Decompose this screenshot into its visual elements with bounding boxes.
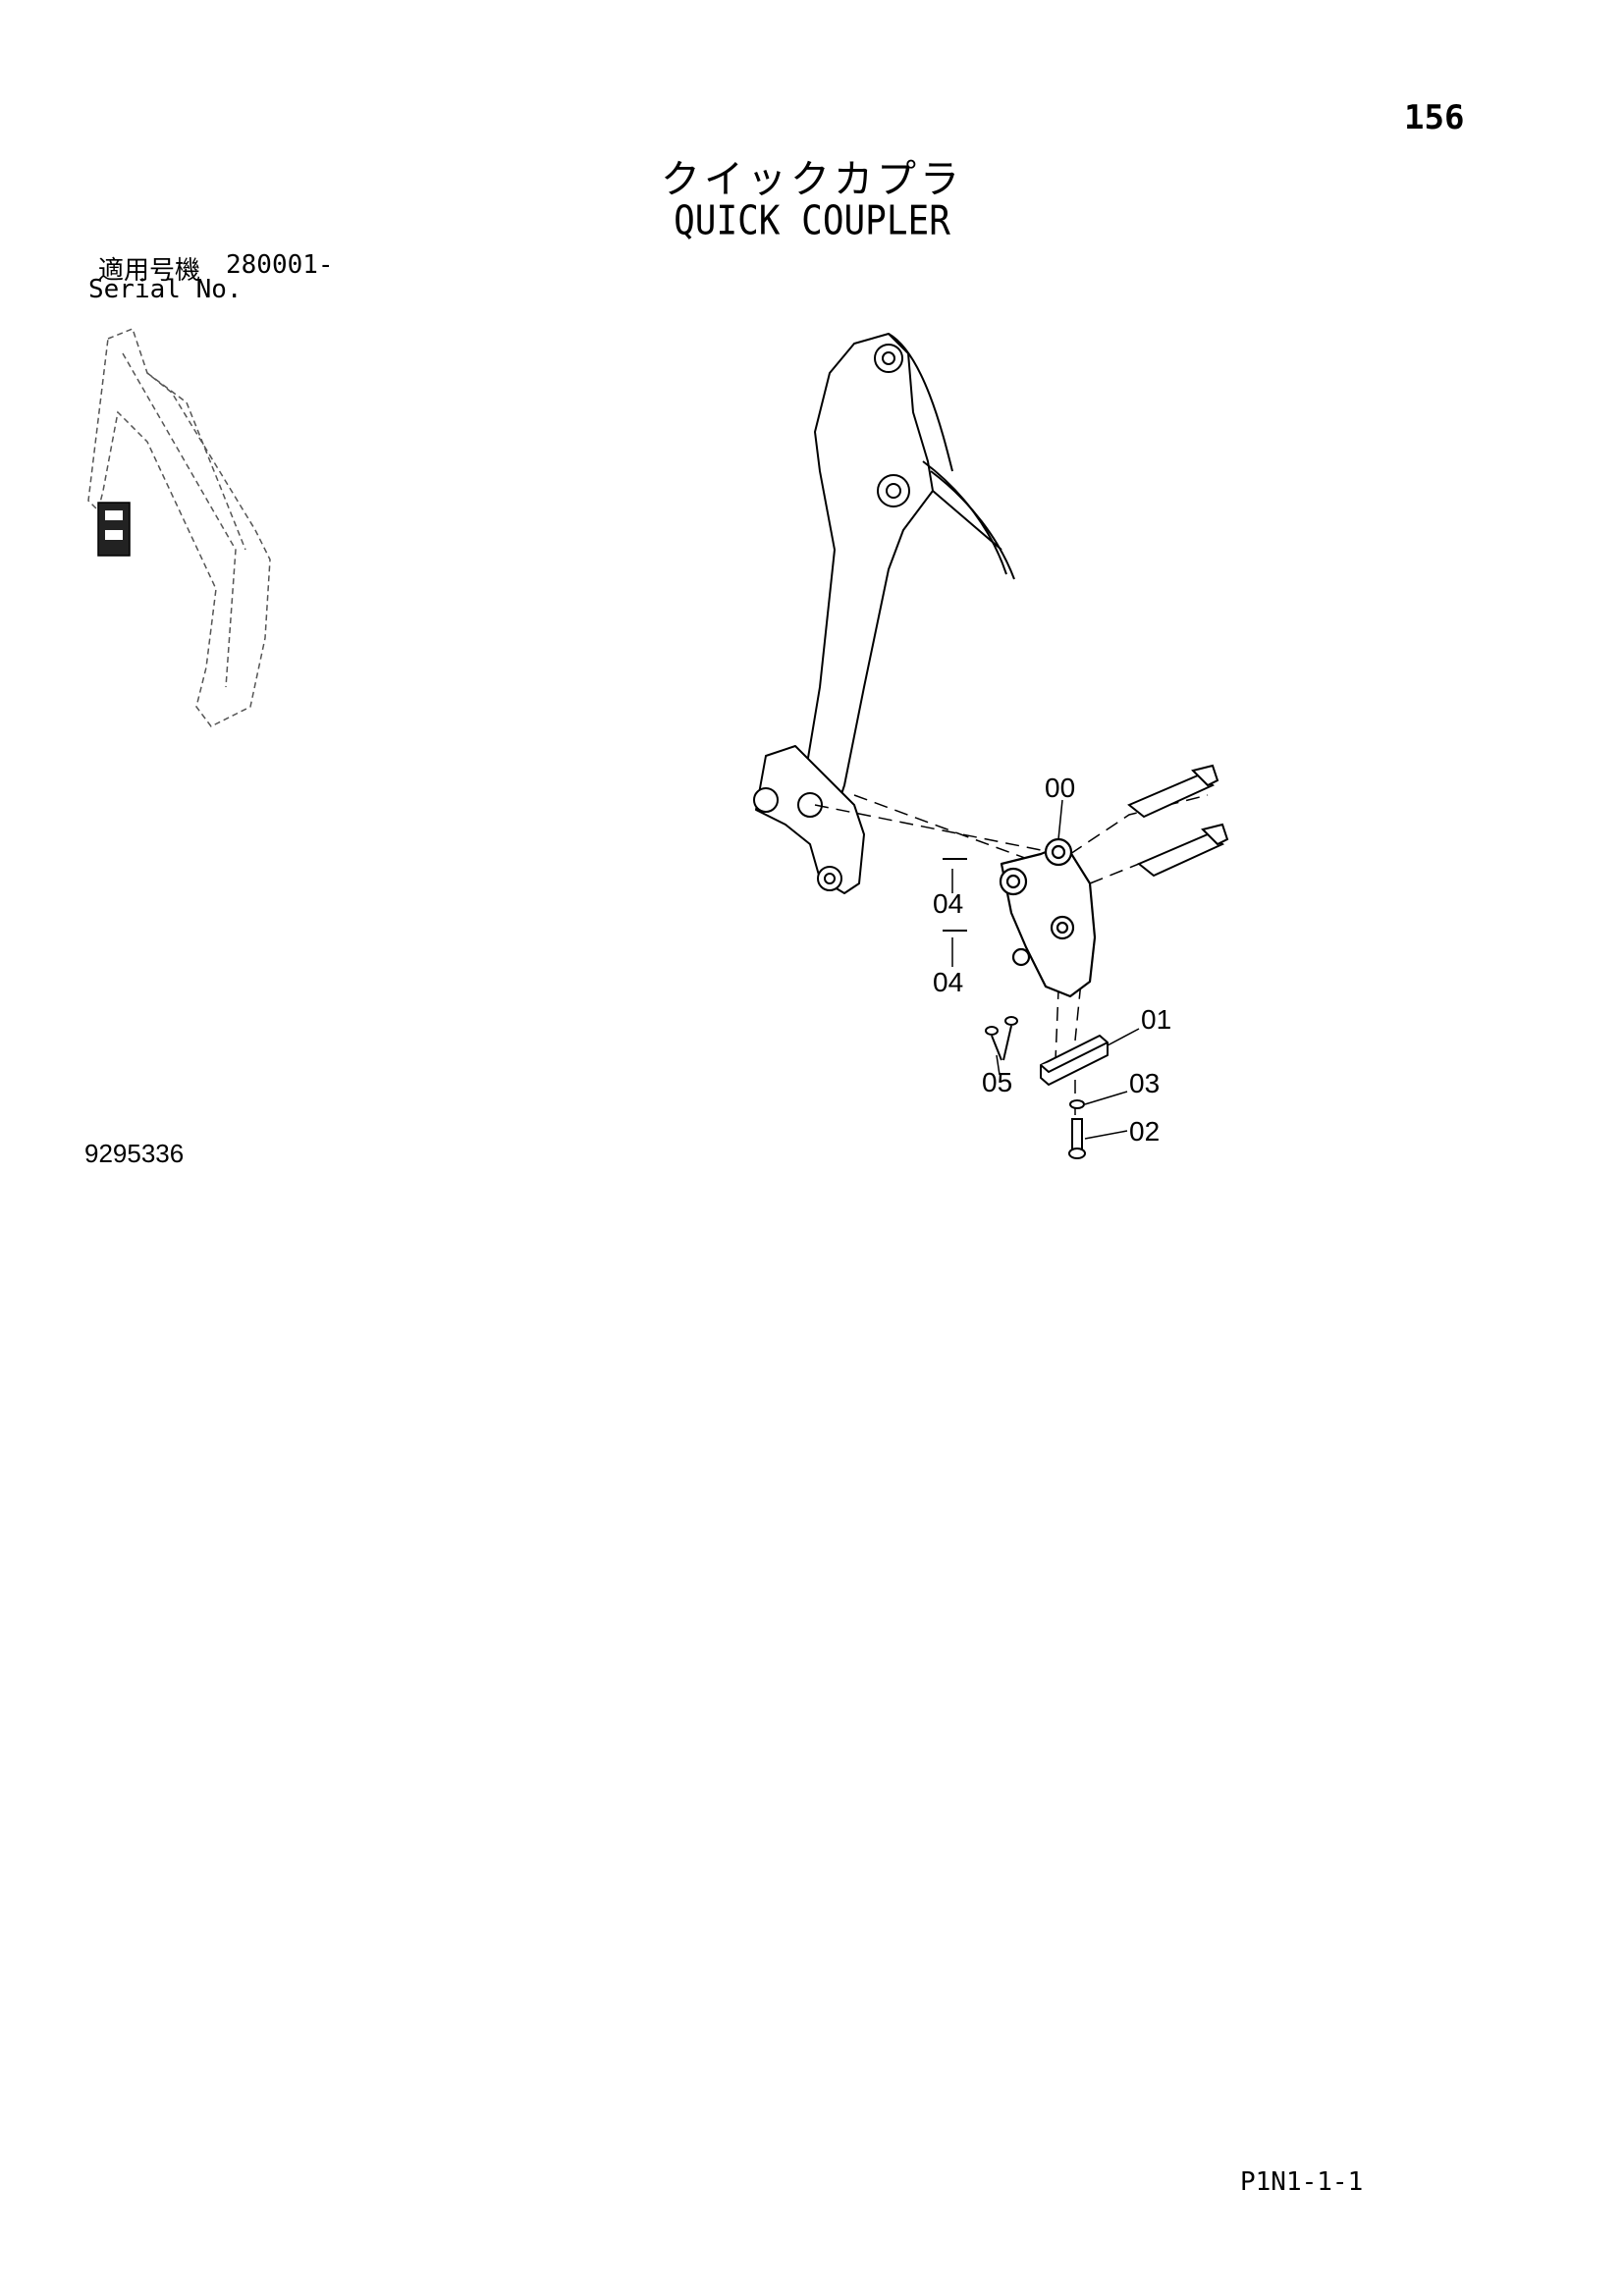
callout-05: 05 — [982, 1067, 1012, 1097]
coupler-body — [999, 837, 1097, 998]
callout-04-lower: 04 — [933, 967, 963, 997]
callout-00: 00 — [1045, 773, 1075, 803]
link-assembly — [755, 745, 865, 894]
pin-04 — [943, 858, 967, 932]
page-number: 156 — [1404, 98, 1465, 137]
serial-range: 280001- — [226, 250, 334, 280]
wedge-01 — [1040, 1035, 1109, 1086]
callout-01: 01 — [1141, 1004, 1171, 1035]
callout-02: 02 — [1129, 1116, 1160, 1147]
hydraulic-hose-2 — [930, 470, 1015, 580]
arm-body — [804, 333, 934, 830]
serial-label-english: Serial No. — [88, 275, 243, 304]
callout-leaders — [951, 799, 1140, 1140]
coupler-pins — [1127, 764, 1229, 878]
title-japanese: クイックカプラ — [661, 157, 963, 202]
title-english: QUICK COUPLER — [674, 197, 950, 245]
callout-03: 03 — [1129, 1068, 1160, 1098]
serial-label-japanese: 適用号機 — [98, 256, 201, 286]
washer-03 — [1069, 1099, 1085, 1109]
footer-code: P1N1-1-1 — [1240, 2167, 1364, 2197]
overview-coupler — [97, 502, 131, 557]
callout-04-upper: 04 — [933, 888, 963, 919]
bolt-02 — [1068, 1118, 1086, 1159]
screw-05 — [985, 1016, 1018, 1061]
drawing-number: 9295336 — [84, 1139, 185, 1168]
